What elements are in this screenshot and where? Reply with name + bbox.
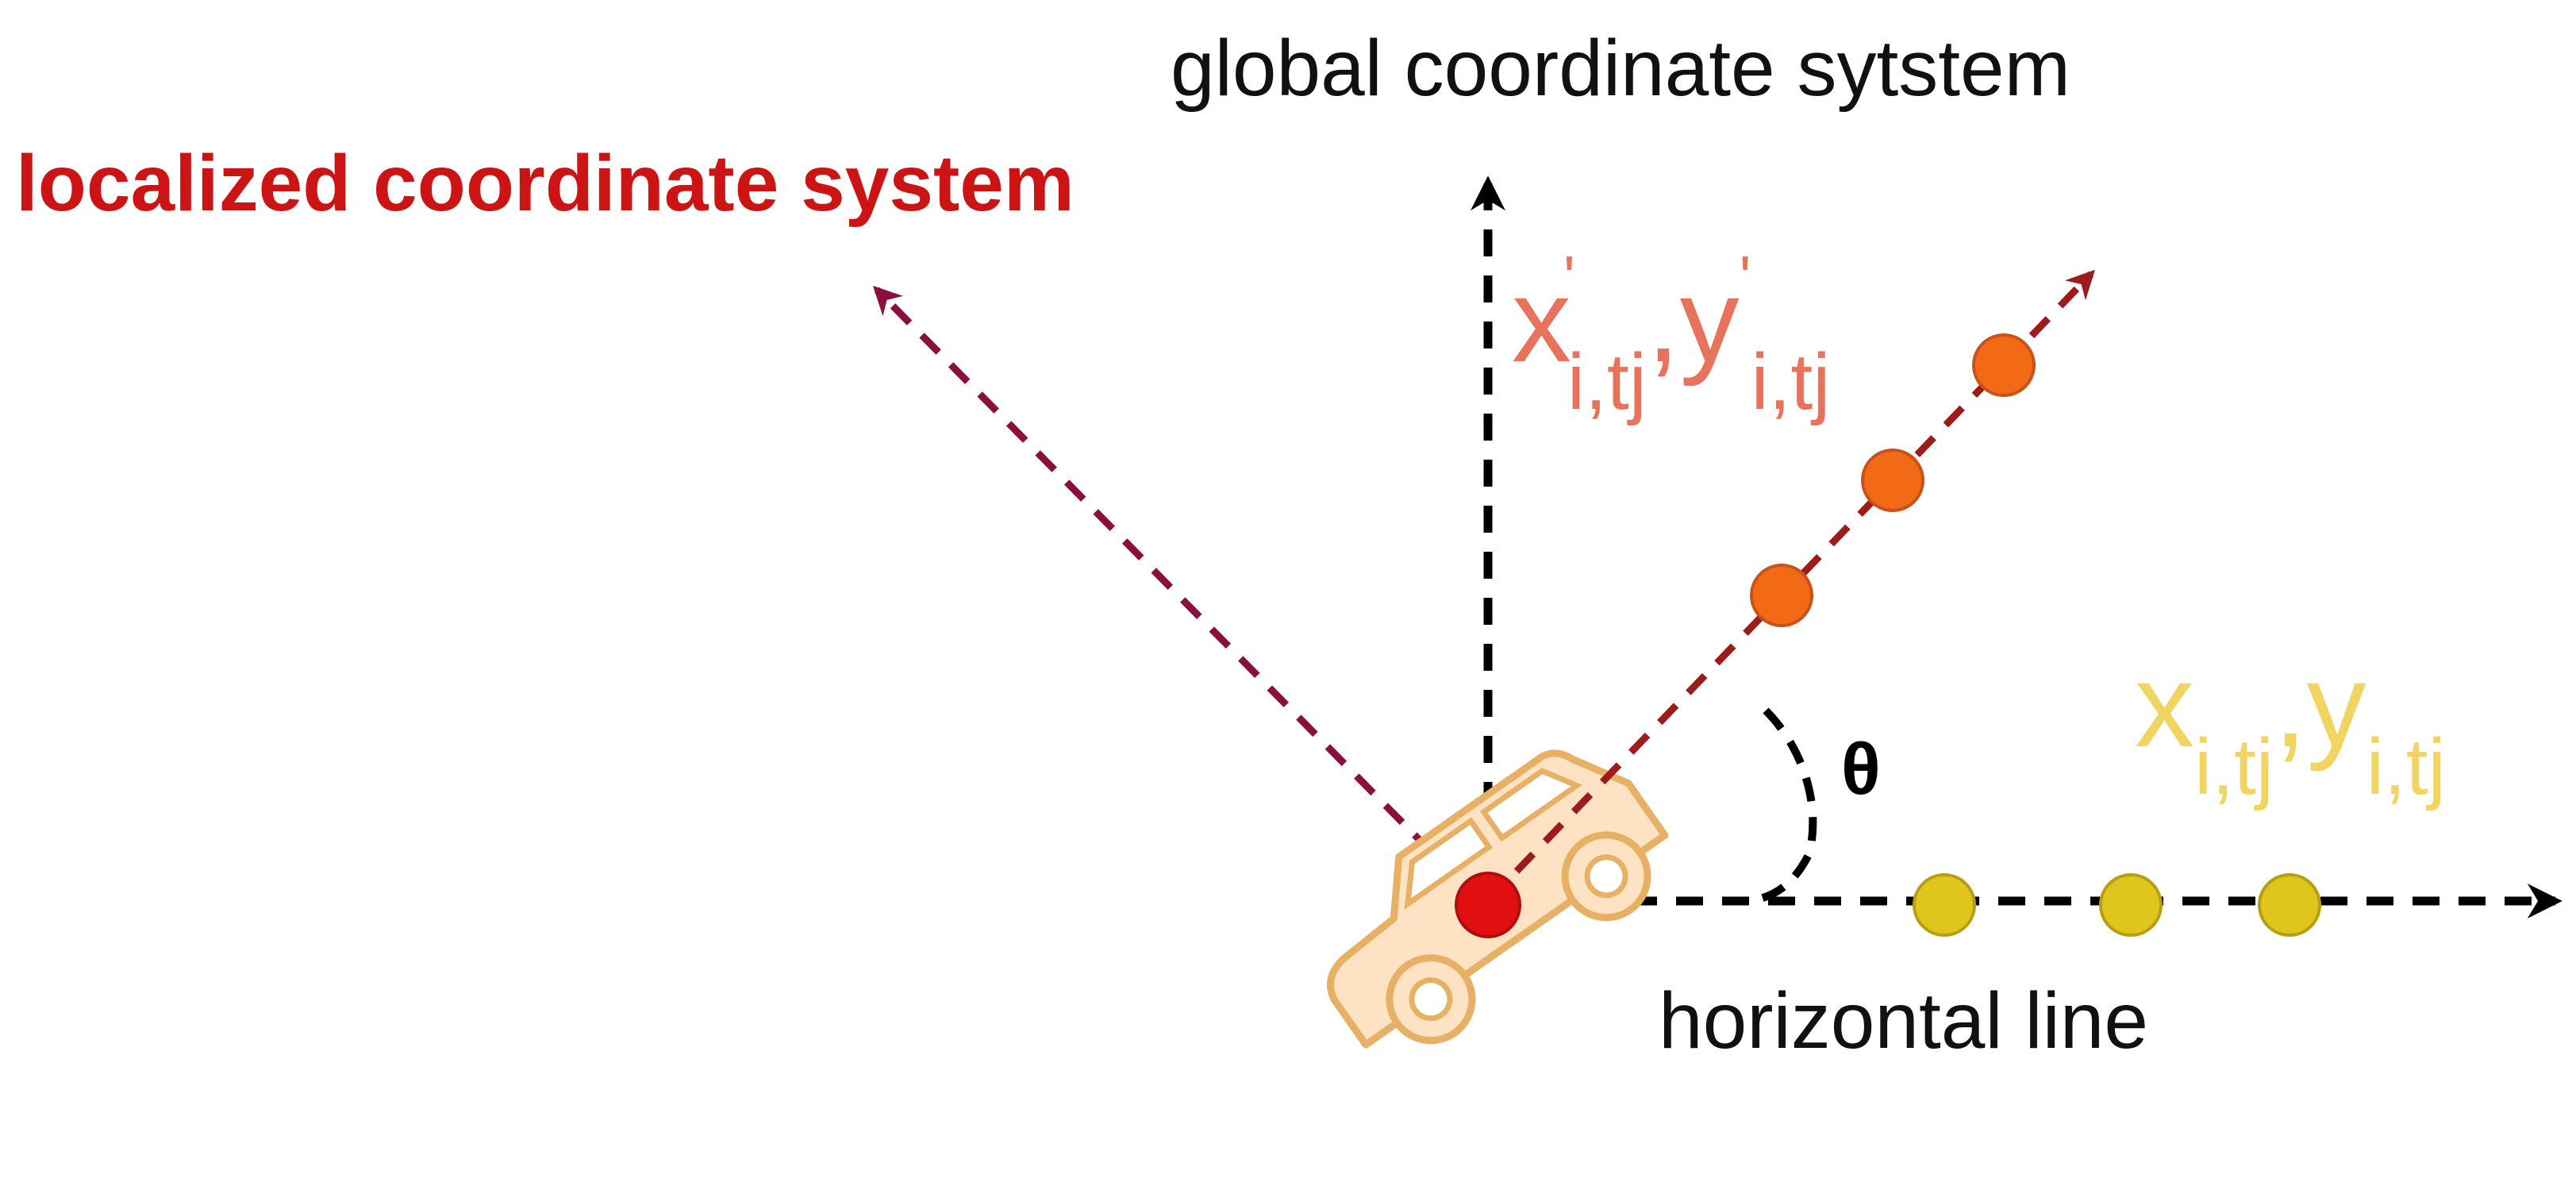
origin-point (1455, 872, 1521, 938)
global-system-label: global coordinate sytstem (1171, 24, 2070, 113)
global-comma: , (2274, 638, 2307, 772)
global-trajectory-points (1913, 873, 2321, 937)
angle-arc (1749, 707, 1817, 905)
local-y: y (1680, 253, 1740, 387)
local-x: x (1512, 253, 1571, 387)
local-point (1861, 449, 1924, 512)
local-x-prime: ' (1563, 243, 1575, 313)
local-coords-label: x'i,tj,y'i,tj (1512, 243, 1831, 426)
local-x-sub: i,tj (1567, 337, 1647, 426)
angle-label: θ (1841, 729, 1881, 810)
global-point (2258, 873, 2321, 937)
local-comma: , (1647, 253, 1680, 387)
global-x: x (2135, 638, 2194, 772)
local-point (1972, 333, 2036, 397)
global-y-sub: i,tj (2366, 722, 2446, 811)
global-y: y (2307, 638, 2366, 772)
local-system-label: localized coordinate system (16, 139, 1075, 228)
local-y-axis (872, 285, 1463, 884)
horizontal-line-label: horizontal line (1659, 976, 2148, 1065)
global-x-sub: i,tj (2194, 722, 2274, 811)
global-point (1913, 873, 1976, 937)
local-trajectory-points (1750, 333, 2036, 627)
global-point (2099, 873, 2163, 937)
global-coords-label: xi,tj,yi,tj (2135, 638, 2446, 811)
local-y-sub: i,tj (1751, 337, 1831, 426)
local-y-prime: ' (1740, 243, 1751, 313)
local-point (1750, 564, 1813, 627)
